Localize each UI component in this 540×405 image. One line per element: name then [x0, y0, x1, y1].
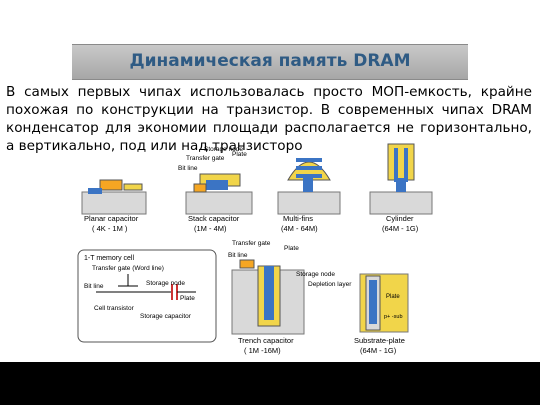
trench-capacitor-diagram: Transfer gate Plate Bit line Storage nod… — [228, 240, 352, 355]
trench-transfer-gate-label: Transfer gate — [232, 240, 271, 247]
trench-plate-label: Plate — [284, 245, 299, 252]
planar-caption: Planar capacitor — [84, 214, 139, 223]
cylinder-caption: Cylinder — [386, 214, 414, 223]
cell-storage-node-label: Storage node — [146, 280, 185, 287]
trench-depletion-layer-label: Depletion layer — [308, 281, 352, 288]
multifins-range: (4M - 64M) — [281, 224, 318, 233]
trench-range: ( 1M -16M) — [244, 346, 281, 355]
stack-storage-node-label: Storage node — [204, 146, 243, 153]
trench-storage-node-label: Storage node — [296, 271, 335, 278]
cylinder-diagram: Cylinder (64M - 1G) — [369, 143, 433, 233]
substrate-psub-label: p+ -sub — [384, 314, 403, 320]
stack-range: (1M - 4M) — [194, 224, 227, 233]
multifins-diagram: Multi-fins (4M - 64M) — [277, 158, 341, 233]
word-line-label: Transfer gate (Word line) — [92, 265, 164, 272]
slide: Динамическая память DRAM В самых первых … — [0, 0, 540, 362]
memory-cell-box: 1-T memory cell Transfer gate (Word line… — [77, 249, 217, 343]
storage-capacitor-label: Storage capacitor — [140, 313, 192, 320]
slide-body-text: В самых первых чипах использовалась прос… — [6, 84, 532, 154]
title-bar: Динамическая память DRAM — [72, 44, 468, 80]
stack-transfer-gate-label: Transfer gate — [186, 155, 225, 162]
trench-bit-line-label: Bit line — [228, 252, 248, 259]
planar-capacitor-diagram: Planar capacitor ( 4K - 1M ) — [81, 179, 147, 233]
dram-capacitor-figure: Planar capacitor ( 4K - 1M ) Storage nod… — [77, 143, 433, 355]
multifins-caption: Multi-fins — [283, 214, 313, 223]
cell-bit-line-label: Bit line — [84, 283, 104, 290]
cylinder-range: (64M - 1G) — [382, 224, 419, 233]
trench-caption: Trench capacitor — [238, 336, 294, 345]
substrate-plate-inner-label: Plate — [386, 294, 400, 300]
stack-bit-line-label: Bit line — [178, 165, 198, 172]
substrate-plate-diagram: Plate p+ -sub Substrate-plate (64M - 1G) — [354, 273, 409, 355]
cell-plate-label: Plate — [180, 295, 195, 302]
memory-cell-title: 1-T memory cell — [84, 255, 134, 262]
stack-capacitor-diagram: Storage node Transfer gate Plate Bit lin… — [178, 146, 253, 233]
cell-transistor-label: Cell transistor — [94, 305, 135, 312]
slide-title: Динамическая память DRAM — [129, 51, 411, 71]
substrate-caption: Substrate-plate — [354, 336, 405, 345]
substrate-range: (64M - 1G) — [360, 346, 397, 355]
stack-caption: Stack capacitor — [188, 214, 240, 223]
planar-range: ( 4K - 1M ) — [92, 224, 128, 233]
stack-plate-label: Plate — [232, 151, 247, 158]
